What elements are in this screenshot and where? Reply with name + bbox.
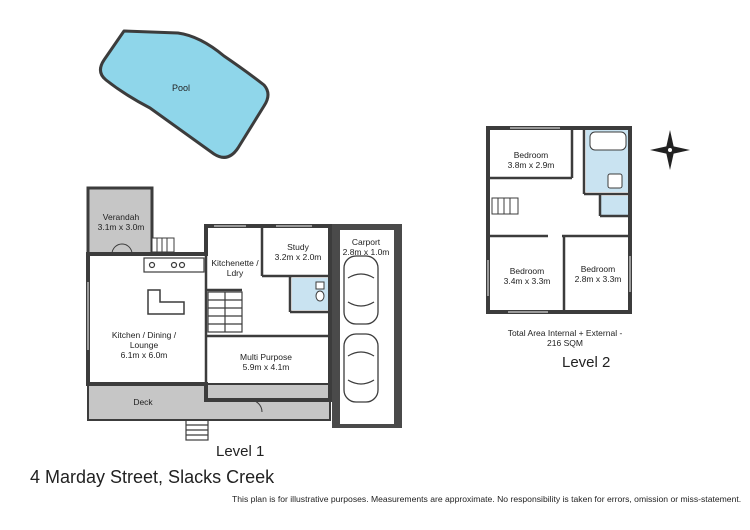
level-2-laundry xyxy=(600,196,628,216)
level-1-plan xyxy=(86,186,402,441)
bedroom-1-label: Bedroom 3.8m x 2.9m xyxy=(498,150,564,170)
level-2-plan xyxy=(486,126,690,314)
level-1-internal-walls xyxy=(204,226,330,384)
verandah-area xyxy=(88,188,152,254)
bedroom-2-size: 3.4m x 3.3m xyxy=(503,276,551,286)
pool xyxy=(99,29,270,159)
level-2-outer-walls xyxy=(486,126,632,314)
bedroom-2-name: Bedroom xyxy=(509,266,545,276)
verandah-name: Verandah xyxy=(102,212,140,222)
bedroom-2-label: Bedroom 3.4m x 3.3m xyxy=(494,266,560,286)
study-label: Study 3.2m x 2.0m xyxy=(266,242,330,262)
carport-name: Carport xyxy=(351,237,381,247)
verandah-size: 3.1m x 3.0m xyxy=(97,222,145,232)
kitchen-name-line2: Lounge xyxy=(129,340,159,350)
kitchen-island xyxy=(147,289,185,315)
toilet-icon xyxy=(315,281,325,302)
bedroom-3-label: Bedroom 2.8m x 3.3m xyxy=(566,264,630,284)
deck-label: Deck xyxy=(133,397,153,407)
compass-icon xyxy=(650,130,690,170)
interior-stairs xyxy=(207,291,243,333)
total-area-label: Total Area Internal + External - 216 SQM xyxy=(490,328,640,348)
kitchen-size: 6.1m x 6.0m xyxy=(120,350,168,360)
study-name: Study xyxy=(287,242,309,252)
kitchenette-label: Kitchenette / Ldry xyxy=(208,258,262,278)
kitchen-name-line1: Kitchen / Dining / xyxy=(111,330,177,340)
carport-label: Carport 2.8m x 1.0m xyxy=(334,237,398,257)
kitchenette-name-line2: Ldry xyxy=(226,268,244,278)
bedroom-1-name: Bedroom xyxy=(513,150,549,160)
bedroom-1-size: 3.8m x 2.9m xyxy=(507,160,555,170)
car-icon xyxy=(343,255,379,403)
kitchenette-name-line1: Kitchenette / xyxy=(211,258,259,268)
total-area-line2: 216 SQM xyxy=(547,338,583,348)
kitchen-bench xyxy=(143,257,205,273)
deck-stairs xyxy=(185,419,209,441)
bedroom-3-size: 2.8m x 3.3m xyxy=(574,274,622,284)
verandah-stairs xyxy=(151,237,175,253)
total-area-line1: Total Area Internal + External - xyxy=(507,328,623,338)
carport-size: 2.8m x 1.0m xyxy=(342,247,390,257)
bathtub-icon xyxy=(589,131,627,189)
deck-outline xyxy=(87,383,331,421)
bedroom-3-name: Bedroom xyxy=(580,264,616,274)
multi-purpose-name: Multi Purpose xyxy=(240,352,292,362)
level-1-doors xyxy=(111,243,263,413)
multi-purpose-size: 5.9m x 4.1m xyxy=(242,362,290,372)
verandah-label: Verandah 3.1m x 3.0m xyxy=(92,212,150,232)
verandah-walls xyxy=(86,186,154,254)
multi-purpose-label: Multi Purpose 5.9m x 4.1m xyxy=(224,352,308,372)
kitchen-label: Kitchen / Dining / Lounge 6.1m x 6.0m xyxy=(104,330,184,360)
level-2-windows xyxy=(487,127,631,313)
level-1-title: Level 1 xyxy=(216,443,265,460)
level-1-windows xyxy=(87,225,312,350)
address-title: 4 Marday Street, Slacks Creek xyxy=(30,467,275,487)
study-size: 3.2m x 2.0m xyxy=(274,252,322,262)
disclaimer-text: This plan is for illustrative purposes. … xyxy=(232,494,742,504)
level-2-stairs xyxy=(491,197,519,215)
level-2-internal-walls xyxy=(488,128,630,312)
level-2-title: Level 2 xyxy=(562,354,611,371)
pool-label: Pool xyxy=(172,83,191,93)
